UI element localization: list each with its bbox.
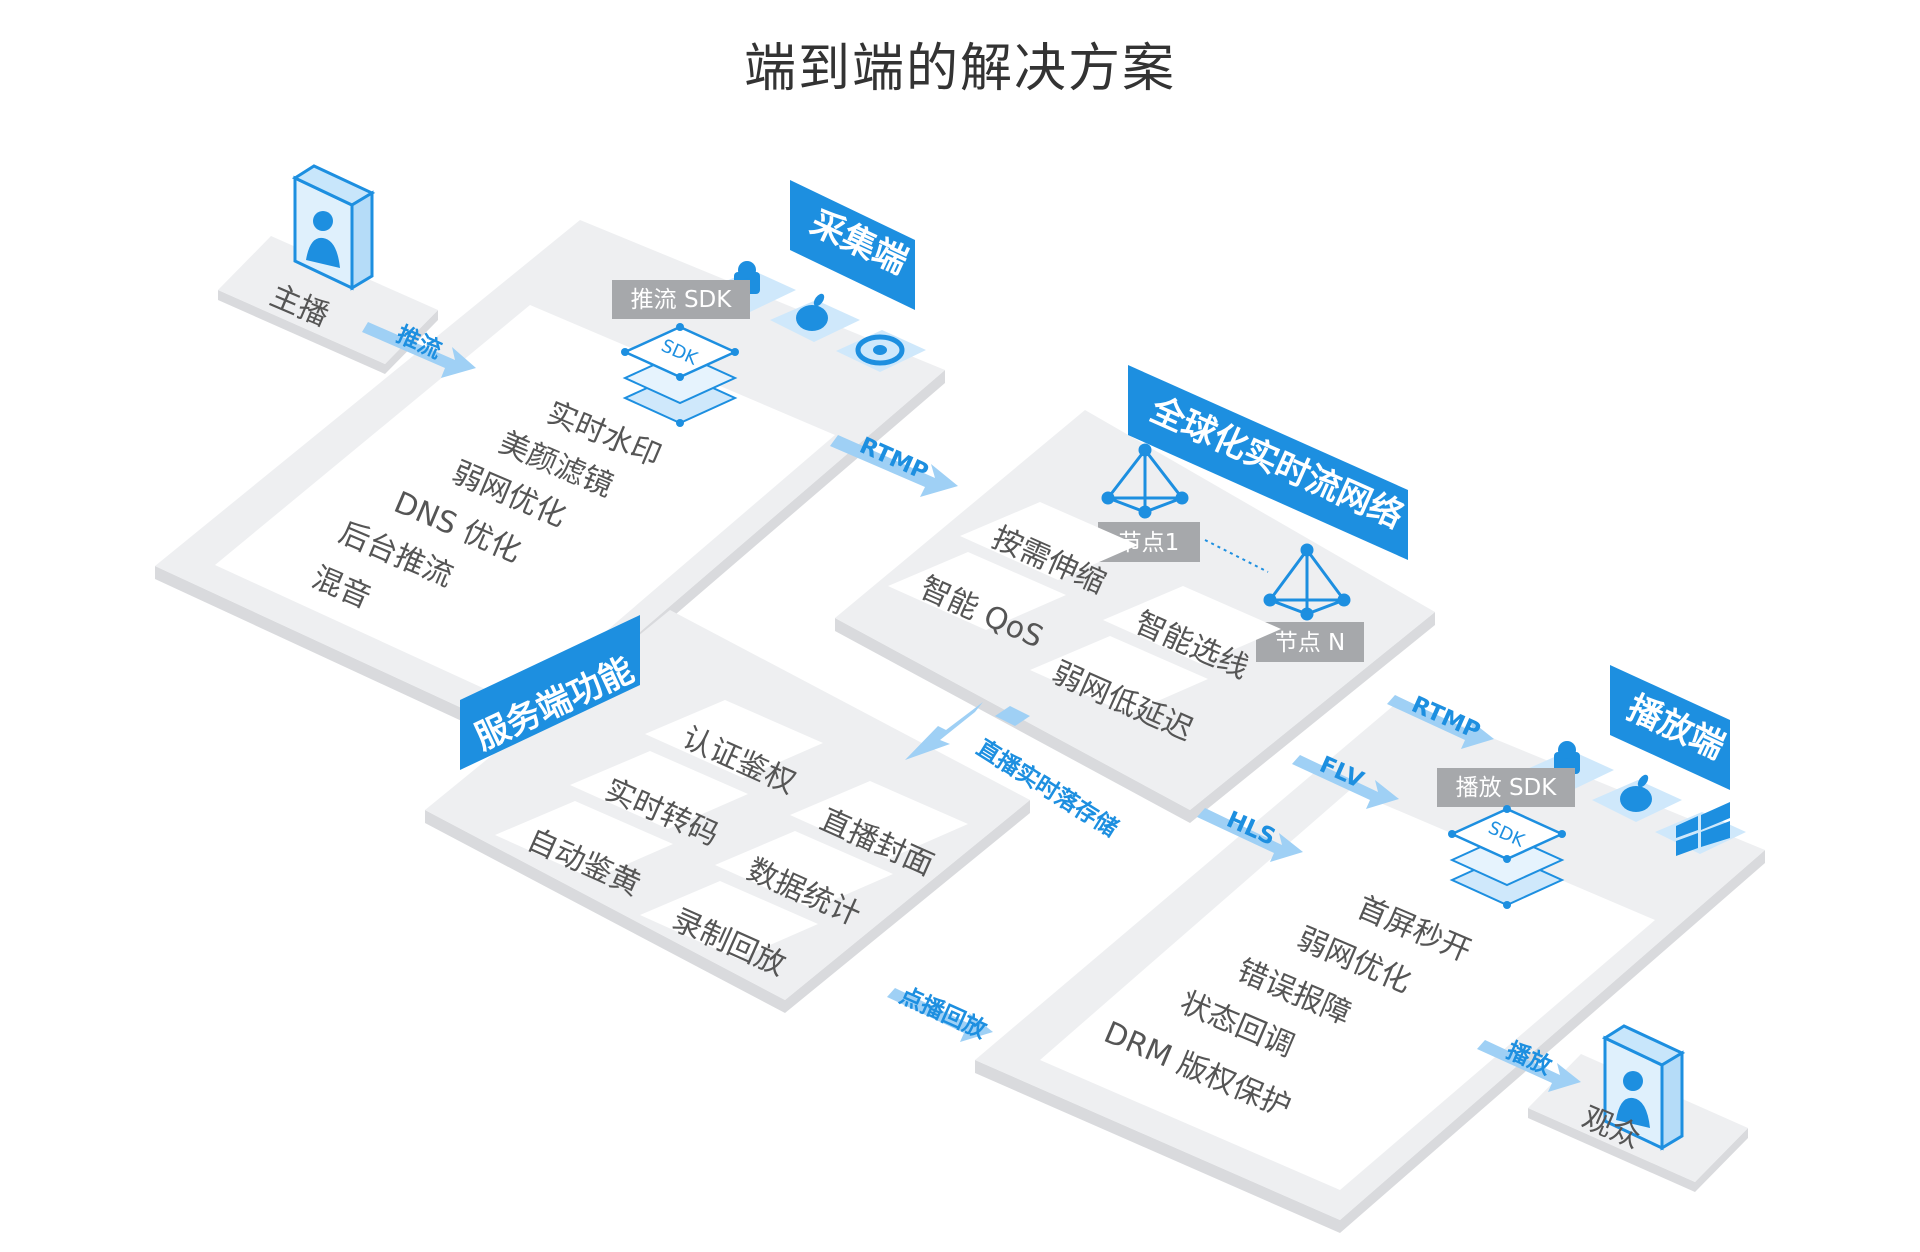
capture-features: 实时水印 美颜滤镜 弱网优化 DNS 优化 后台推流 混音 (307, 395, 666, 616)
node-link (1204, 539, 1269, 573)
sdk-stack-icon: SDK (621, 323, 739, 427)
pyramid-icon (1101, 443, 1189, 519)
apple-icon (796, 293, 828, 331)
player-sdk: 播放 SDK SDK (1437, 768, 1575, 909)
sdk-stack-icon: SDK (1448, 805, 1566, 909)
page-title: 端到端的解决方案 (743, 39, 1176, 99)
viewer-node: 观众 (1528, 1024, 1748, 1192)
capture-sdk-label: 推流 SDK (631, 287, 733, 313)
pyramid-icon (1263, 543, 1351, 621)
player-sdk-label: 播放 SDK (1456, 775, 1558, 801)
nodeN-label: 节点 N (1275, 630, 1346, 656)
server-features: 认证鉴权 实时转码 直播封面 自动鉴黄 数据统计 录制回放 (495, 700, 968, 983)
arrow-vod: 点播回放 (887, 982, 993, 1044)
user-icon (291, 164, 376, 291)
apple-icon (1620, 774, 1652, 812)
capture-sdk: 推流 SDK SDK (612, 280, 750, 427)
svg-text:RTMP: RTMP (856, 433, 932, 486)
svg-text:点播回放: 点播回放 (896, 982, 992, 1044)
user-icon (1601, 1024, 1686, 1151)
windows-icon (1676, 802, 1730, 856)
player-tag: 播放端 (1610, 665, 1731, 790)
network-node-n: 节点 N (1256, 543, 1364, 662)
player-platforms (1525, 741, 1746, 856)
camera-icon (855, 334, 905, 366)
capture-tag: 采集端 (790, 180, 915, 310)
